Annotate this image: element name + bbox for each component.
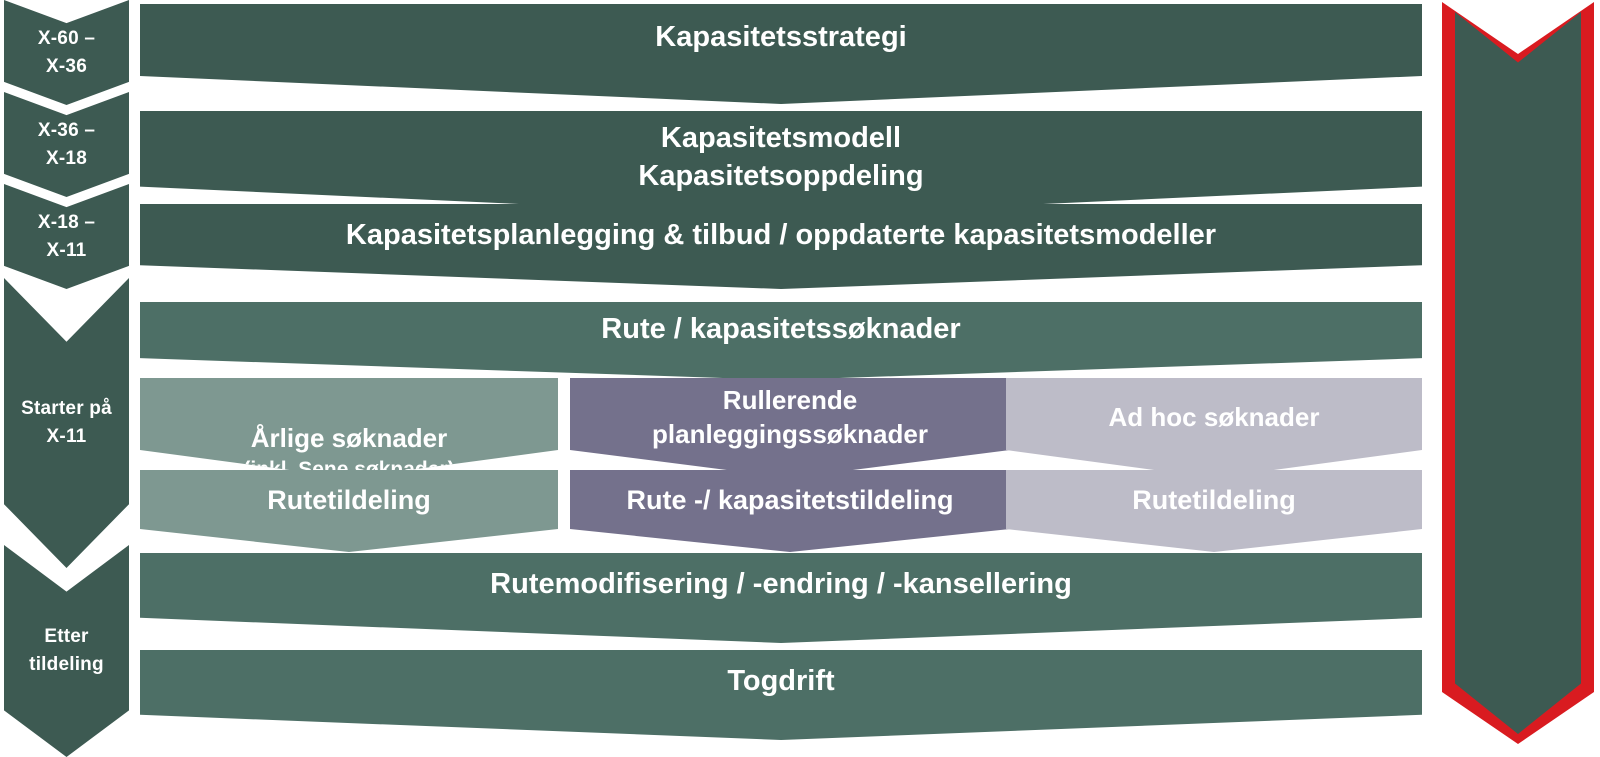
- timeline-label-5: Etter tildeling: [29, 626, 104, 675]
- application-request-label-3: Ad hoc søknader: [1108, 402, 1320, 432]
- stage-bar-kapasitetsmodell[interactable]: Kapasitetsmodell Kapasitetsoppdeling: [140, 111, 1422, 216]
- stage-label-rute-kapasitetssoknader: Rute / kapasitetssøknader: [601, 313, 961, 345]
- stage-label-rutemodifisering: Rutemodifisering / -endring / -kanseller…: [490, 568, 1072, 600]
- tcr-banner[interactable]: Midlertidige kapasitetsbegrensninger (TC…: [1442, 2, 1594, 744]
- application-request-arlige-soknader[interactable]: Årlige søknader (inkl. Sene søknader): [140, 378, 558, 478]
- timeline-chevron-5[interactable]: Etter tildeling: [4, 545, 129, 757]
- application-request-title-1: Årlige søknader: [250, 423, 448, 454]
- stage-label-togdrift: Togdrift: [727, 665, 835, 697]
- stage-bar-rutemodifisering[interactable]: Rutemodifisering / -endring / -kanseller…: [140, 553, 1422, 643]
- application-request-label-2: Rullerende planleggingssøknader: [652, 385, 928, 450]
- timeline-column: X-60 – X-36 X-36 – X-18 X-18 – X-11 Star…: [0, 0, 133, 757]
- timeline-chevron-1[interactable]: X-60 – X-36: [4, 0, 129, 105]
- stage-bar-kapasitetsstrategi[interactable]: Kapasitetsstrategi: [140, 4, 1422, 104]
- application-request-label-1: Årlige søknader (inkl. Sene søknader): [243, 378, 454, 478]
- application-allocation-label-2: Rute -/ kapasitetstildeling: [626, 485, 954, 515]
- application-request-rullerende[interactable]: Rullerende planleggingssøknader: [570, 378, 1010, 478]
- timeline-chevron-3[interactable]: X-18 – X-11: [4, 184, 129, 289]
- application-allocation-label-3: Rutetildeling: [1132, 485, 1296, 515]
- timeline-label-4: Starter på X-11: [21, 398, 112, 447]
- stage-bar-rute-kapasitetssoknader[interactable]: Rute / kapasitetssøknader: [140, 302, 1422, 380]
- tcr-banner-inner: Midlertidige kapasitetsbegrensninger (TC…: [1455, 12, 1581, 734]
- timeline-label-1: X-60 – X-36: [37, 27, 96, 77]
- application-allocation-rute-kapasitetstildeling[interactable]: Rute -/ kapasitetstildeling: [570, 470, 1010, 552]
- timeline-label-2: X-36 – X-18: [37, 119, 96, 169]
- timeline-chevron-4[interactable]: Starter på X-11: [4, 278, 129, 568]
- timeline-label-3: X-18 – X-11: [37, 211, 96, 261]
- application-allocation-label-1: Rutetildeling: [267, 485, 431, 515]
- stage-label-kapasitetsplanlegging: Kapasitetsplanlegging & tilbud / oppdate…: [345, 219, 1217, 251]
- stage-label-kapasitetsstrategi: Kapasitetsstrategi: [655, 21, 907, 53]
- stage-bar-kapasitetsplanlegging[interactable]: Kapasitetsplanlegging & tilbud / oppdate…: [140, 204, 1422, 289]
- stage-bar-togdrift[interactable]: Togdrift: [140, 650, 1422, 740]
- tcr-banner-text: Midlertidige kapasitetsbegrensninger (TC…: [1455, 12, 1581, 734]
- application-allocation-rutetildeling-1[interactable]: Rutetildeling: [140, 470, 558, 552]
- application-allocation-rutetildeling-2[interactable]: Rutetildeling: [1006, 470, 1422, 552]
- timeline-chevron-2[interactable]: X-36 – X-18: [4, 92, 129, 197]
- stage-label-kapasitetsmodell: Kapasitetsmodell Kapasitetsoppdeling: [638, 122, 924, 193]
- application-request-ad-hoc[interactable]: Ad hoc søknader: [1006, 378, 1422, 478]
